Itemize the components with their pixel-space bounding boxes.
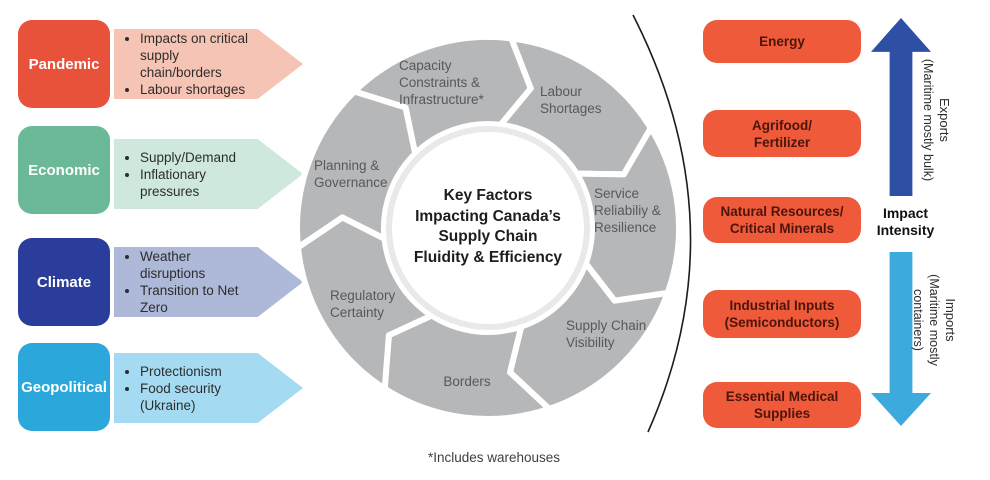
divider-curve bbox=[632, 14, 692, 433]
commodity-box-energy: Energy bbox=[703, 20, 861, 63]
exports-flow-label: Exports (Maritime mostly bulk) bbox=[920, 35, 952, 205]
bullet-item: Food security (Ukraine) bbox=[140, 380, 257, 414]
commodity-box-medical-supplies: Essential Medical Supplies bbox=[703, 382, 861, 428]
wheel-center-ring bbox=[386, 126, 590, 330]
commodity-box-industrial-inputs: Industrial Inputs (Semiconductors) bbox=[703, 290, 861, 338]
commodity-label: Industrial Inputs (Semiconductors) bbox=[724, 298, 840, 330]
factor-box-economic: Economic bbox=[18, 126, 110, 214]
bullet-item: Protectionism bbox=[140, 363, 257, 380]
wheel-center-title: Key Factors Impacting Canada’s Supply Ch… bbox=[413, 187, 563, 266]
imports-subtitle: (Maritime mostly containers) bbox=[911, 274, 941, 366]
wheel-segment-6 bbox=[294, 88, 419, 251]
factor-label: Geopolitical bbox=[21, 378, 107, 396]
factor-label: Economic bbox=[28, 161, 100, 179]
factor-box-climate: Climate bbox=[18, 238, 110, 326]
commodity-label: Energy bbox=[759, 34, 805, 49]
factor-arrow-economic: Supply/Demand Inflationary pressures bbox=[114, 139, 303, 209]
bullet-item: Impacts on critical supply chain/borders bbox=[140, 30, 257, 81]
factor-bullets: Impacts on critical supply chain/borders… bbox=[114, 30, 303, 98]
factor-box-pandemic: Pandemic bbox=[18, 20, 110, 108]
bullet-item: Supply/Demand bbox=[140, 149, 257, 166]
commodity-label: Essential Medical Supplies bbox=[725, 389, 839, 421]
commodity-box-agrifood: Agrifood/ Fertilizer bbox=[703, 110, 861, 157]
footnote: *Includes warehouses bbox=[427, 450, 561, 465]
bullet-item: Transition to Net Zero bbox=[140, 282, 257, 316]
imports-title: Imports bbox=[943, 298, 958, 342]
factor-bullets: Supply/Demand Inflationary pressures bbox=[114, 149, 303, 200]
commodity-label: Natural Resources/ Critical Minerals bbox=[720, 204, 844, 236]
bullet-item: Labour shortages bbox=[140, 81, 257, 98]
commodity-label: Agrifood/ Fertilizer bbox=[752, 117, 812, 150]
factor-arrow-geopolitical: Protectionism Food security (Ukraine) bbox=[114, 353, 303, 423]
factor-bullets: Protectionism Food security (Ukraine) bbox=[114, 363, 303, 414]
factor-box-geopolitical: Geopolitical bbox=[18, 343, 110, 431]
factor-label: Pandemic bbox=[28, 55, 100, 73]
exports-subtitle: (Maritime mostly bulk) bbox=[921, 58, 935, 182]
imports-flow-label: Imports (Maritime mostly containers) bbox=[910, 245, 958, 395]
commodity-box-natural-resources: Natural Resources/ Critical Minerals bbox=[703, 197, 861, 243]
factor-label: Climate bbox=[36, 273, 92, 291]
wheel-segment-label: Borders bbox=[443, 374, 491, 389]
factor-arrow-climate: Weather disruptions Transition to Net Ze… bbox=[114, 247, 303, 317]
wheel-segment-label: Planning &Governance bbox=[314, 158, 388, 190]
impact-intensity-label: Impact Intensity bbox=[876, 205, 935, 238]
factor-arrow-pandemic: Impacts on critical supply chain/borders… bbox=[114, 29, 303, 99]
factor-bullets: Weather disruptions Transition to Net Ze… bbox=[114, 248, 303, 316]
bullet-item: Inflationary pressures bbox=[140, 166, 257, 200]
bullet-item: Weather disruptions bbox=[140, 248, 257, 282]
exports-title: Exports bbox=[937, 97, 952, 143]
